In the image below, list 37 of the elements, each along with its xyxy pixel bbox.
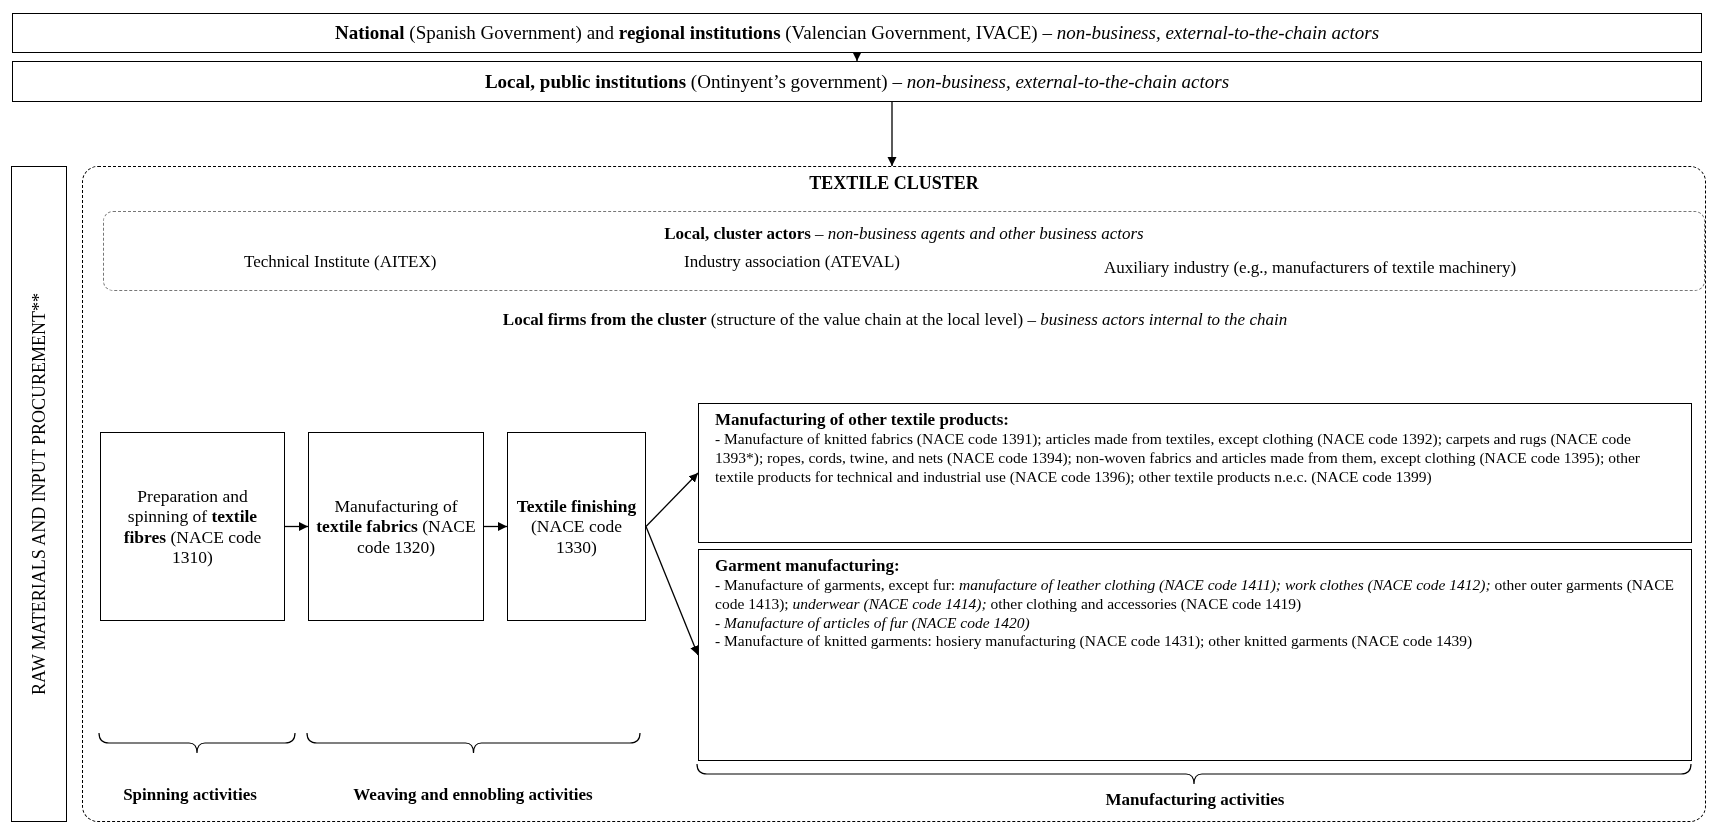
box-text: Textile finishing (NACE code 1330) [515,496,638,557]
heading: Manufacturing of other textile products: [715,410,1010,431]
list-item: - Manufacture of knitted garments: hosiery manufacturing (NACE code 1431); other knitted garments (NACE code 1439) [715,632,1474,651]
institution-box [12,61,1702,102]
heading: Local, cluster actors – non-business agents and other business actors [663,224,1145,244]
actor-name: Industry association (ATEVAL) [684,252,900,272]
actor-name: Auxiliary industry (e.g., manufacturers of textile machinery) [1104,258,1517,278]
box-text: Manufacturing of textile fabrics (NACE code 1320) [315,496,477,557]
box-text: Preparation and spinning of textile fibres (NACE code 1310) [122,486,263,567]
arrow [645,472,699,528]
arrow [645,525,699,656]
arrow [483,521,508,532]
group-label: Manufacturing activities [1105,790,1285,810]
group-label: Spinning activities [123,785,257,805]
actors-box [103,211,1705,291]
process-box [507,432,646,621]
vertical-text: RAW MATERIALS AND INPUT PROCUREMENT** [28,293,50,695]
arrow [887,101,897,167]
activity-box [698,403,1692,543]
list-item: - Manufacture of garments, except fur: manufacture of leather clothing (NACE code 1411); work clothes (NACE code 1412); other outer garments (NACE code 1413); underwear (NACE code 1414); other clothing and accessories (NACE code 1419) [715,576,1675,614]
arrow [284,521,309,532]
activity-box [698,549,1692,761]
list-item: - Manufacture of knitted fabrics (NACE code 1391); articles made from textiles, except clothing (NACE code 1392); carpets and rugs (NACE code 1393*); ropes, cords, twine, and nets (NACE code 1394); non-woven fabrics and articles made from them, except clothing (NACE code 1395); other textile products for technical and industrial use (NACE code 1396); other textile products n.e.c. (NACE code 1399) [715,430,1641,487]
cluster-title: TEXTILE CLUSTER [808,173,980,194]
heading: Garment manufacturing: [715,556,901,577]
process-box [308,432,484,621]
arrow [852,51,862,62]
cluster-boundary [82,166,1706,822]
box-text: Local, public institutions (Ontinyent’s government) – non-business, external-to-the-chain actors [484,70,1230,93]
box-text: National (Spanish Government) and regional institutions (Valencian Government, IVACE) – non-business, external-to-the-chain actors [334,22,1380,44]
institution-box [12,13,1702,53]
list-item: - Manufacture of articles of fur (NACE code 1420) [715,613,1031,633]
caption-text: Local firms from the cluster (structure of the value chain at the local level) – business actors internal to the chain [502,310,1288,330]
actor-name: Technical Institute (AITEX) [244,252,437,272]
side-box [11,166,67,822]
process-box [100,432,285,621]
group-label: Weaving and ennobling activities [353,785,593,805]
